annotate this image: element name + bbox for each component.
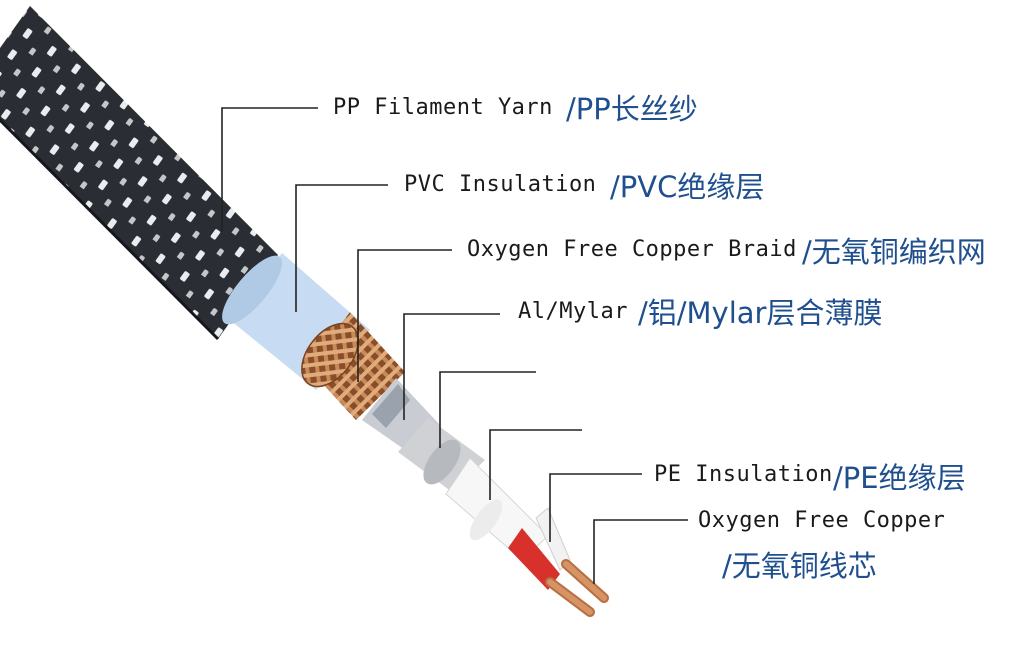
leader-line-copper	[593, 519, 688, 584]
leader-line-pe	[549, 473, 642, 542]
leader-line-pp-yarn	[221, 107, 318, 232]
label-pe-zh: /PE绝缘层	[833, 461, 966, 495]
leader-line-braid	[357, 249, 452, 382]
pp-yarn-layer	[0, 6, 278, 341]
label-mylar-zh: /铝/Mylar层合薄膜	[638, 296, 883, 330]
leader-line-pvc	[295, 184, 388, 312]
label-copper-en: Oxygen Free Copper	[698, 508, 946, 533]
label-pe-en: PE Insulation	[654, 462, 833, 487]
leader-line-inner-core	[489, 429, 582, 500]
label-pp-yarn-en: PP Filament Yarn	[333, 95, 553, 120]
label-copper-zh: /无氧铜线芯	[722, 549, 877, 583]
label-mylar-en: Al/Mylar	[518, 299, 628, 324]
leader-lines	[221, 107, 688, 584]
copper-braid-layer	[301, 312, 405, 420]
label-pvc-zh: /PVC绝缘层	[610, 170, 765, 204]
label-pvc-en: PVC Insulation	[404, 172, 597, 197]
leader-line-inner-jacket	[439, 371, 536, 448]
label-braid-en: Oxygen Free Copper Braid	[467, 237, 797, 262]
copper-conductors	[508, 507, 609, 617]
label-braid-zh: /无氧铜编织网	[802, 235, 986, 269]
leader-line-mylar	[403, 313, 500, 420]
label-pp-yarn-zh: /PP长丝纱	[566, 92, 698, 126]
